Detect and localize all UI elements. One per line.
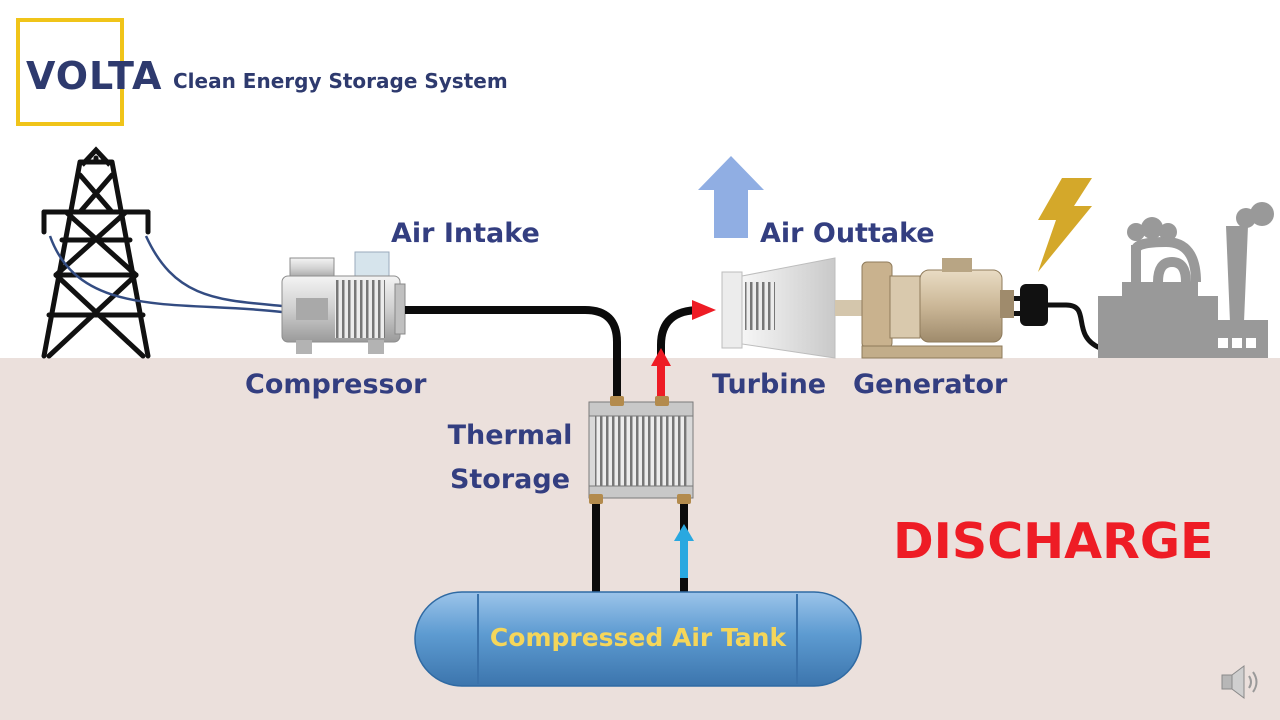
mode-title: DISCHARGE xyxy=(893,513,1214,570)
factory-icon xyxy=(1098,202,1274,358)
generator-icon xyxy=(861,258,1014,359)
power-lines xyxy=(48,235,283,314)
compressed-air-tank-icon xyxy=(414,591,862,687)
speaker-icon[interactable] xyxy=(1218,662,1264,702)
label-turbine: Turbine xyxy=(712,369,827,400)
label-compressed-air-tank: Compressed Air Tank xyxy=(489,623,787,652)
logo-tagline: Clean Energy Storage System xyxy=(173,69,508,93)
transmission-tower-icon xyxy=(41,146,151,359)
label-air-intake: Air Intake xyxy=(391,218,540,249)
exhaust-arrow-icon xyxy=(698,156,764,238)
label-generator: Generator xyxy=(853,369,1008,400)
turbine-icon xyxy=(721,257,863,359)
hot-air-arrows xyxy=(651,300,716,402)
label-air-outtake: Air Outtake xyxy=(760,218,935,249)
compressor-icon xyxy=(281,251,406,354)
label-compressor: Compressor xyxy=(245,369,427,400)
lightning-bolt-icon xyxy=(1038,178,1092,272)
thermal-storage-icon xyxy=(588,396,694,504)
cold-air-arrow xyxy=(674,524,694,578)
logo-frame xyxy=(16,18,124,126)
label-thermal-storage: Thermal Storage xyxy=(447,420,573,495)
power-plug-icon xyxy=(1014,284,1102,351)
logo-wordmark: VOLTA xyxy=(26,54,163,98)
